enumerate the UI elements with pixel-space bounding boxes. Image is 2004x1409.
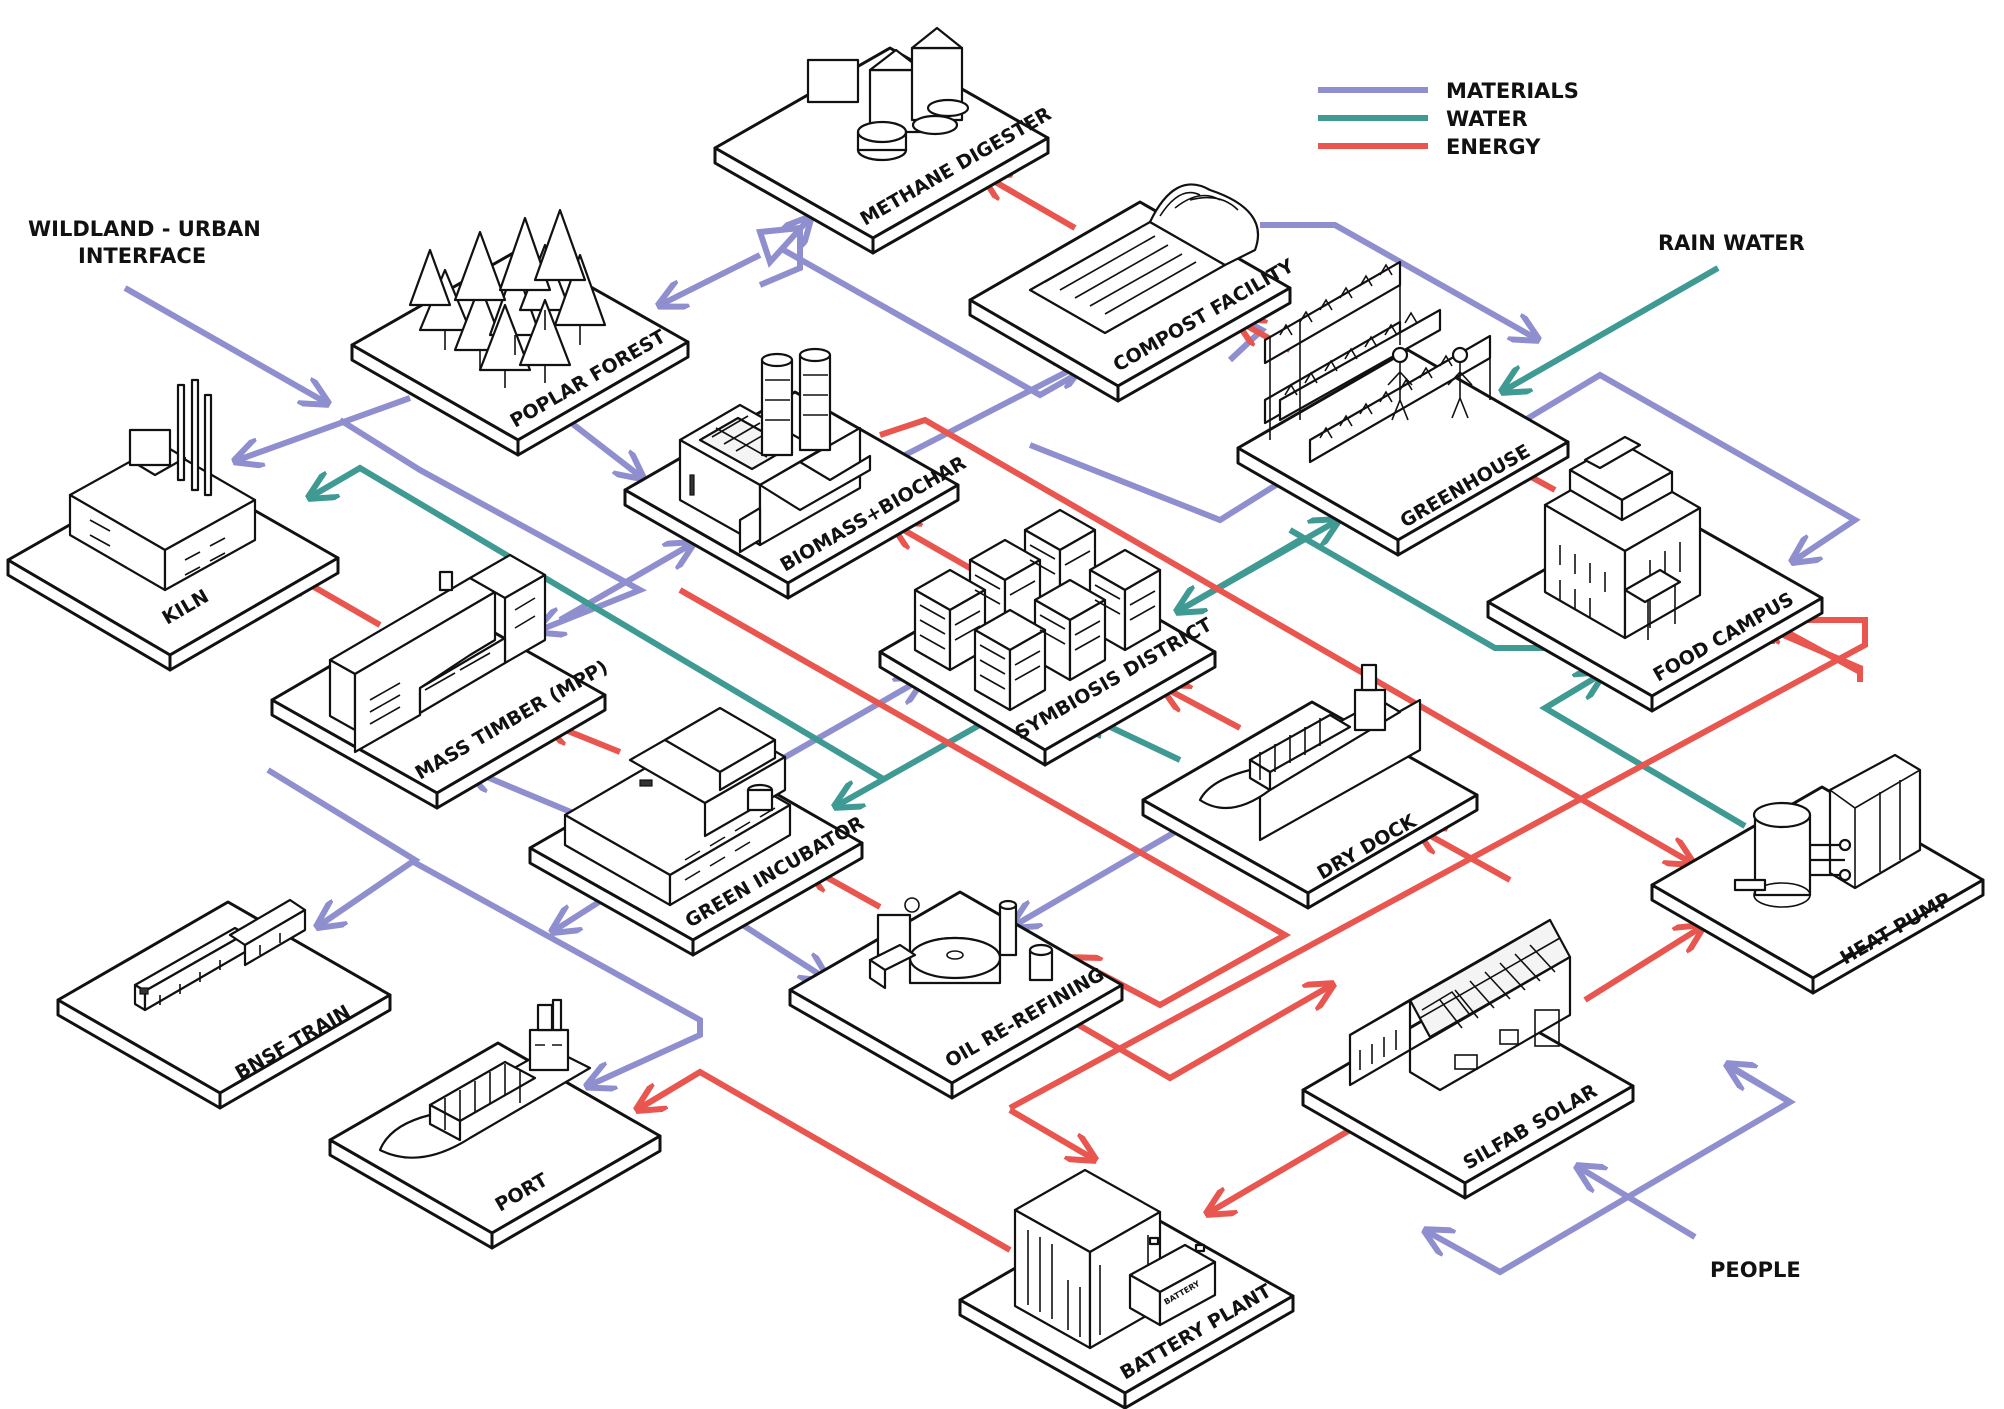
- dry-dock-ship-icon: [1198, 663, 1422, 842]
- compost-facility: COMPOST FACILITY: [968, 183, 1298, 403]
- flow-forest-to-methane: [755, 220, 808, 288]
- mass-timber-facility: MASS TIMBER (MPP): [270, 553, 612, 810]
- flow-heatpump-to-food: [1539, 675, 1747, 829]
- flow-battery-to-port: [640, 1068, 1012, 1253]
- battery-plant-building-icon: BATTERY: [1013, 1168, 1217, 1350]
- flow-food-to-greenhouse: [1523, 371, 1861, 560]
- biomass-factory-icon: [678, 347, 872, 554]
- oil-re-refining-facility: OIL RE-REFINING: [788, 890, 1124, 1100]
- legend-label-water: WATER: [1446, 107, 1528, 131]
- flow-forest-to-biomass: [563, 415, 640, 476]
- flow-solar-to-heatpump: [1583, 928, 1700, 1003]
- bnsf-train-facility: BNSF TRAIN: [56, 898, 392, 1110]
- battery-plant-facility: BATTERY BATTERY PLANT: [958, 1168, 1295, 1409]
- flow-biomass-district: [1028, 442, 1302, 524]
- compost-greenhouse-tunnel-icon: [1028, 183, 1260, 335]
- kiln-building-icon: [68, 378, 257, 592]
- poplar-trees-icon: [408, 208, 607, 388]
- mass-timber-building-icon: [328, 553, 547, 754]
- annotation-people: PEOPLE: [1710, 1258, 1801, 1282]
- poplar-forest-facility: POPLAR FOREST: [350, 208, 690, 457]
- digester-silos-icon: [806, 26, 970, 162]
- greenhouse-shelving-icon: [1263, 260, 1492, 464]
- flow-kiln-to-mass-timber: [338, 417, 648, 630]
- flow-greenhouse-to-district: [1180, 537, 1302, 610]
- dry-dock-facility: DRY DOCK: [1141, 663, 1479, 910]
- food-campus-building-icon: [1543, 435, 1702, 640]
- flow-biomass-to-compost: [903, 365, 1080, 458]
- train-locomotive-icon: [133, 898, 307, 1012]
- greenhouse-facility: GREENHOUSE: [1236, 260, 1570, 557]
- heat-pump-facility: HEAT PUMP: [1650, 753, 1985, 995]
- flow-wildland-to-kiln: [123, 285, 325, 402]
- annotation-wildland-line1: WILDLAND - URBAN: [28, 217, 261, 241]
- flow-rain-water: [1505, 265, 1720, 390]
- port-cargo-ship-icon: [378, 998, 592, 1159]
- flow-district-to-kiln: [312, 464, 887, 783]
- symbiosis-district-facility: SYMBIOSIS DISTRICT: [878, 508, 1217, 767]
- incubator-building-icon: [563, 706, 792, 907]
- flow-grid-to-battery: [1008, 1107, 1092, 1158]
- flow-biomass-to-forest: [662, 252, 762, 304]
- flow-drydock-to-district: [1165, 688, 1242, 731]
- district-towers-icon: [913, 508, 1162, 712]
- flow-people-up: [1730, 1066, 1792, 1105]
- flow-oil-to-grid: [1068, 986, 1330, 1082]
- flow-drydock-to-oil: [1015, 829, 1177, 925]
- legend: MATERIALS WATER ENERGY: [1318, 79, 1579, 159]
- flow-to-port: [408, 857, 703, 1085]
- flow-solar-grid-to-food: [1008, 617, 1868, 1111]
- biomass-biochar-facility: BIOMASS+BIOCHAR: [623, 347, 970, 600]
- port-facility: PORT: [328, 998, 662, 1250]
- kiln-facility: KILN: [6, 378, 340, 672]
- flow-compost-to-methane: [985, 176, 1077, 231]
- legend-label-materials: MATERIALS: [1446, 79, 1579, 103]
- flow-food-water: [1288, 527, 1555, 651]
- flow-compost-to-greenhouse: [1260, 222, 1535, 338]
- solar-factory-icon: [1348, 918, 1572, 1092]
- annotation-rain-water: RAIN WATER: [1658, 231, 1805, 255]
- silfab-solar-facility: SILFAB SOLAR: [1301, 918, 1635, 1200]
- flow-district-to-incubator: [838, 719, 987, 805]
- flow-solar-to-drydock: [1420, 830, 1512, 883]
- methane-digester-facility: METHANE DIGESTER: [713, 26, 1055, 255]
- flow-biomass-to-heatpump: [879, 416, 1690, 862]
- food-campus-facility: FOOD CAMPUS: [1486, 435, 1824, 713]
- heat-pump-tank-icon: [1733, 753, 1922, 908]
- flow-people-in: [1580, 1168, 1697, 1240]
- annotation-wildland-line2: INTERFACE: [78, 244, 206, 268]
- oil-refinery-tanks-icon: [868, 897, 1054, 990]
- legend-label-energy: ENERGY: [1446, 135, 1541, 159]
- green-incubator-facility: GREEN INCUBATOR: [528, 706, 868, 957]
- flow-solar-to-battery: [1210, 1127, 1352, 1212]
- flow-incubator-to-oil: [733, 917, 825, 978]
- flow-incubator-to-district: [778, 680, 920, 763]
- flow-forest-to-kiln: [238, 395, 412, 460]
- flow-mass-timber-to-biomass: [558, 545, 690, 623]
